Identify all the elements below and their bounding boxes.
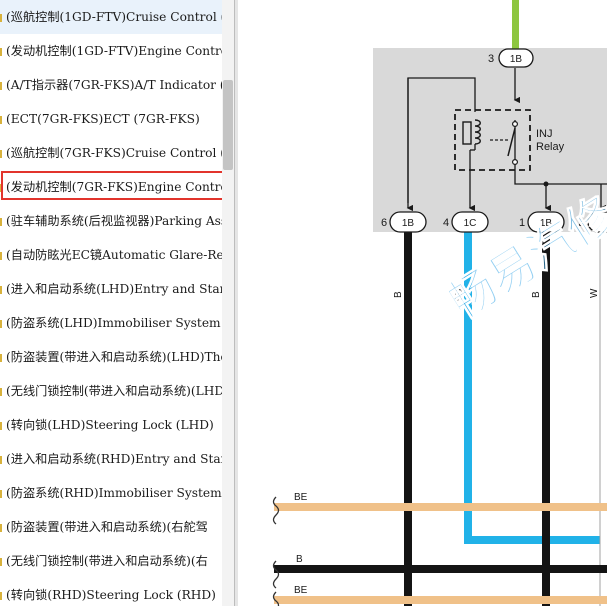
junction-dot	[543, 181, 549, 187]
connector-4[interactable]: 4 1C	[443, 211, 489, 233]
sidebar-nav-item[interactable]: (自动防眩光EC镜Automatic Glare-Resistant	[0, 238, 222, 272]
sidebar-nav-item[interactable]: (发动机控制(7GR-FKS)Engine Control (7GR-FKS)	[0, 170, 222, 204]
bus-label: BE	[294, 492, 308, 503]
connector-2[interactable]: 2	[578, 211, 607, 233]
connector-pin: 2	[578, 217, 584, 229]
wire-black-left	[404, 232, 412, 606]
sidebar-nav-item[interactable]: (转向锁(LHD)Steering Lock (LHD)	[0, 408, 222, 442]
bus-beige-1	[274, 503, 607, 511]
sidebar-nav-item[interactable]: (无线门锁控制(带进入和启动系统)(右	[0, 544, 222, 578]
relay-label-line2: Relay	[536, 141, 565, 153]
switch-contact	[511, 120, 518, 127]
connector-6[interactable]: 6 1B	[381, 211, 427, 233]
sidebar-nav-item[interactable]: (巡航控制(1GD-FTV)Cruise Control (1GD-FTV)	[0, 0, 222, 34]
connector-1[interactable]: 1 1B	[519, 211, 565, 233]
sidebar-nav-item[interactable]: (ECT(7GR-FKS)ECT (7GR-FKS)	[0, 102, 222, 136]
wire-internal	[514, 120, 607, 185]
connector-pin: 6	[381, 217, 387, 229]
connector-code: 1C	[464, 218, 477, 229]
sidebar-nav-item[interactable]: (驻车辅助系统(后视监视器)Parking Assist	[0, 204, 222, 238]
bus-beige-2	[274, 596, 607, 604]
connector-shape	[587, 211, 607, 233]
wire-black-right	[542, 232, 550, 606]
relay-label-line1: INJ	[536, 128, 553, 140]
wire-color-label: B	[531, 291, 542, 298]
wire-sky-blue	[464, 232, 607, 544]
switch-contact	[511, 159, 518, 166]
pane-splitter[interactable]	[234, 0, 238, 606]
connector-shape	[451, 211, 489, 233]
relay-coil-core	[462, 121, 472, 145]
connector-pin: 4	[443, 217, 449, 229]
scrollbar-thumb[interactable]	[223, 80, 233, 170]
sidebar-nav-item[interactable]: (A/T指示器(7GR-FKS)A/T Indicator (7GR-FKS)	[0, 68, 222, 102]
sidebar-nav-item[interactable]: (无线门锁控制(带进入和启动系统)(LHD)	[0, 374, 222, 408]
wire-white	[600, 232, 607, 606]
sidebar-nav-item[interactable]: (防盗系统(RHD)Immobiliser System (RHD)	[0, 476, 222, 510]
connector-top[interactable]: 3 1B	[488, 48, 534, 68]
sidebar-nav-item[interactable]: (防盗装置(带进入和启动系统)(LHD)Theft	[0, 340, 222, 374]
bus-black	[274, 565, 607, 573]
sidebar-scrollbar[interactable]	[222, 0, 234, 606]
connector-shape	[498, 48, 534, 68]
relay-box	[454, 109, 531, 171]
wire-green-top	[512, 0, 519, 50]
bus-label: B	[296, 554, 303, 565]
sidebar-nav-item[interactable]: (发动机控制(1GD-FTV)Engine Control (1GD-FTV)	[0, 34, 222, 68]
relay-coil-icon	[474, 119, 481, 145]
relay-switch-icon	[507, 127, 516, 157]
wire-color-label: B	[393, 291, 404, 298]
wire-color-label: W	[589, 288, 600, 298]
wire-color-label: SB	[454, 288, 465, 302]
sidebar-nav-item[interactable]: (防盗系统(LHD)Immobiliser System (LHD)	[0, 306, 222, 340]
connector-pin: 3	[488, 53, 494, 65]
sidebar-nav-item[interactable]: (防盗装置(带进入和启动系统)(右舵驾	[0, 510, 222, 544]
sidebar-nav: (巡航控制(1GD-FTV)Cruise Control (1GD-FTV)(发…	[0, 0, 222, 606]
sidebar-nav-item[interactable]: (巡航控制(7GR-FKS)Cruise Control (7GR-FKS)	[0, 136, 222, 170]
connector-code: 1B	[402, 218, 415, 229]
sidebar-nav-item[interactable]: (进入和启动系统(LHD)Entry and Start	[0, 272, 222, 306]
wiring-diagram: INJ Relay 3 1B 6 1B 4 1C 1 1B 2 B SB B W…	[272, 0, 607, 606]
sidebar-nav-item[interactable]: (进入和启动系统(RHD)Entry and Start	[0, 442, 222, 476]
bus-break-mark-1	[272, 496, 280, 525]
bus-label: BE	[294, 585, 308, 596]
sidebar-nav-item[interactable]: (转向锁(RHD)Steering Lock (RHD)	[0, 578, 222, 606]
connector-shape	[389, 211, 427, 233]
connector-pin: 1	[519, 217, 525, 229]
connector-shape	[527, 211, 565, 233]
bus-break-mark-3	[272, 591, 280, 606]
connector-code: 1B	[540, 218, 553, 229]
connector-code: 1B	[510, 54, 523, 65]
bus-break-mark-2	[272, 560, 280, 589]
